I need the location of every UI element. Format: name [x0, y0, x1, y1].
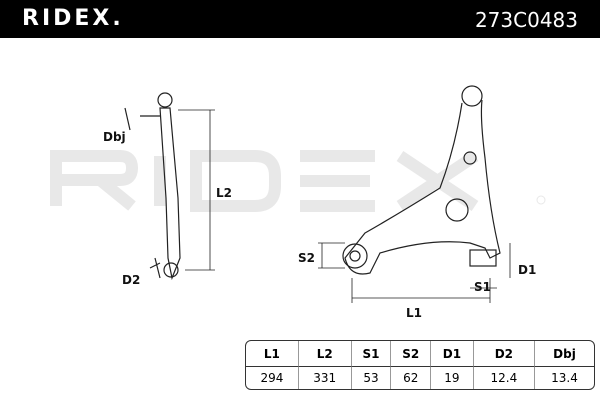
header-cell: L1: [246, 341, 299, 367]
registered-mark-icon: [536, 195, 546, 205]
header-cell: Dbj: [534, 341, 594, 367]
label-l1: L1: [406, 306, 422, 320]
l2-dimension: [178, 109, 215, 271]
label-s2: S2: [298, 251, 315, 265]
value-cell: 13.4: [551, 371, 578, 385]
value-cell: 12.4: [474, 367, 535, 389]
dimension-lines: [318, 242, 511, 303]
value-cell: 53: [352, 367, 392, 389]
header-cell: S1: [351, 341, 392, 367]
dimensions-table: L1 L2 S1 S2 D1 D2 Dbj 294 331 53 62 19 1…: [245, 340, 595, 390]
watermark-letter-e: [300, 150, 375, 212]
header-cell: D2: [473, 341, 535, 367]
header-cell: L2: [298, 341, 352, 367]
watermark-letter-x: [396, 151, 479, 211]
label-d1: D1: [518, 263, 537, 277]
watermark-letter-r: [50, 150, 139, 211]
label-s1: S1: [474, 280, 491, 294]
label-dbj: Dbj: [103, 130, 126, 144]
watermark-letter-d: [190, 150, 281, 212]
header-cell: D1: [431, 341, 474, 367]
header-bar: RIDEX. 273C0483: [0, 0, 600, 38]
label-d2: D2: [122, 273, 141, 287]
value-cell: 19: [431, 367, 474, 389]
header-cell: S2: [391, 341, 432, 367]
technical-drawing: [124, 85, 511, 303]
value-cell: 62: [391, 367, 432, 389]
stabilizer-link: [124, 92, 181, 281]
table-header-row: L1 L2 S1 S2 D1 D2 Dbj: [246, 341, 594, 367]
label-l2: L2: [216, 186, 232, 200]
table-row: 294 331 53 62 19 12.4 13.4: [246, 367, 594, 389]
brand-logo: RIDEX.: [22, 6, 124, 31]
value-cell: 331: [299, 367, 352, 389]
control-arm: [342, 85, 501, 275]
part-number: 273C0483: [474, 8, 578, 32]
value-cell: 294: [246, 367, 299, 389]
